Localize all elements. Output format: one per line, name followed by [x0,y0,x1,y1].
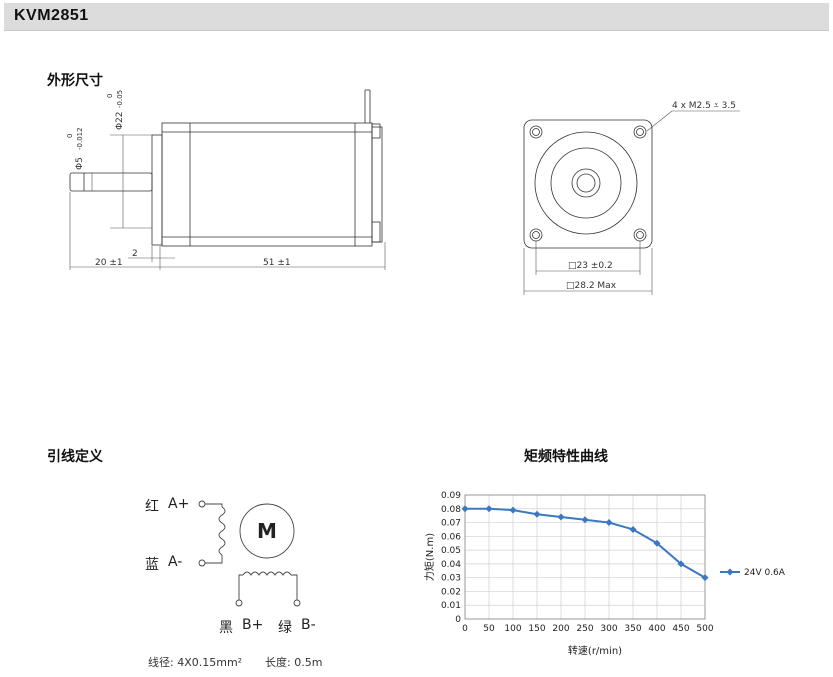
x-tick-label: 350 [624,624,641,634]
x-tick-label: 0 [462,624,468,634]
end-cap [371,126,383,243]
y-tick-label: 0.09 [441,491,461,501]
y-tick-label: 0.04 [441,560,461,570]
wire-length: 长度: 0.5m [265,654,322,670]
wire-a-minus-color: 蓝 [145,557,159,573]
x-tick-label: 150 [528,624,545,634]
x-tick-label: 250 [576,624,593,634]
title-bar: KVM2851 [4,3,829,31]
dim-boss-length: 2 [132,249,138,259]
y-tick-label: 0.03 [441,574,461,584]
x-tick-label: 300 [600,624,617,634]
y-tick-label: 0.06 [441,532,461,542]
y-tick-label: 0 [455,615,461,625]
boss [151,134,163,246]
dim-flange-size: □28.2 Max [566,281,617,291]
series-points [461,505,709,582]
data-point [677,560,685,568]
model-title: KVM2851 [14,7,89,24]
data-point [605,519,613,527]
data-point [629,525,637,533]
dim-boss-tol: -0.05 [116,90,124,108]
x-tick-label: 500 [696,624,713,634]
wire-a-minus: A- [168,554,183,570]
data-point [653,539,661,547]
x-tick-label: 450 [672,624,689,634]
y-tick-label: 0.05 [441,546,461,556]
motor-symbol: M [257,519,277,543]
legend-label: 24V 0.6A [744,568,786,578]
section-title-torque: 矩频特性曲线 [524,449,608,465]
y-tick-label: 0.01 [441,601,461,611]
dim-hole-spec: 4 x M2.5 ⩡ 3.5 [672,101,736,111]
wire-a-plus: A+ [168,496,190,512]
wire-b-plus: B+ [242,617,264,633]
dim-hole-pitch: □23 ±0.2 [568,261,613,271]
wire-b-minus-color: 绿 [278,620,292,636]
dim-shaft-tol-upper: 0 [66,134,74,138]
y-tick-label: 0.08 [441,505,461,515]
data-point [461,505,469,513]
data-point [485,505,493,513]
dim-shaft-length: 20 ±1 [95,258,123,268]
x-tick-label: 50 [483,624,495,634]
dim-shaft-dia: Φ5 [75,157,85,170]
wire-length-value: 0.5m [294,656,323,669]
wire-length-label: 长度: [265,656,291,669]
plot-frame [464,494,706,620]
shaft [69,172,153,192]
y-tick-label: 0.07 [441,519,461,529]
chart-ticks: 0 0.01 0.02 0.03 0.04 0.05 0.06 0.07 0.08 0.09 0 50… [441,491,714,634]
legend-marker [726,568,734,576]
chart-grid [464,494,706,620]
motor-circle [239,503,295,559]
wire-spec-value: 4X0.15mm² [177,656,243,669]
series-line [465,507,706,579]
dim-boss-tol-upper: 0 [106,94,114,98]
dim-shaft-tol: -0.012 [76,127,84,150]
data-point [557,513,565,521]
wire-a-plus-color: 红 [145,499,159,515]
data-point [701,574,709,582]
section-title-dimensions: 外形尺寸 [47,73,103,89]
dim-boss-dia: Φ22 [115,111,125,130]
wire-spec: 线径: 4X0.15mm² [148,654,242,670]
wire-b-minus: B- [301,617,316,633]
wire-b-plus-color: 黑 [219,620,233,636]
x-tick-label: 100 [504,624,521,634]
chart-legend: 24V 0.6A [720,568,786,578]
x-tick-label: 400 [648,624,665,634]
motor-body [161,122,373,247]
x-axis-label: 转速(r/min) [568,644,622,657]
data-point [533,510,541,518]
section-title-wiring: 引线定义 [47,449,103,465]
flange [523,119,653,249]
wire-spec-label: 线径: [148,656,174,669]
dim-body-length: 51 ±1 [263,258,291,268]
y-tick-label: 0.02 [441,587,461,597]
x-tick-label: 200 [552,624,569,634]
data-point [581,516,589,524]
y-axis-label: 力矩(N.m) [423,533,436,581]
data-point [509,506,517,514]
